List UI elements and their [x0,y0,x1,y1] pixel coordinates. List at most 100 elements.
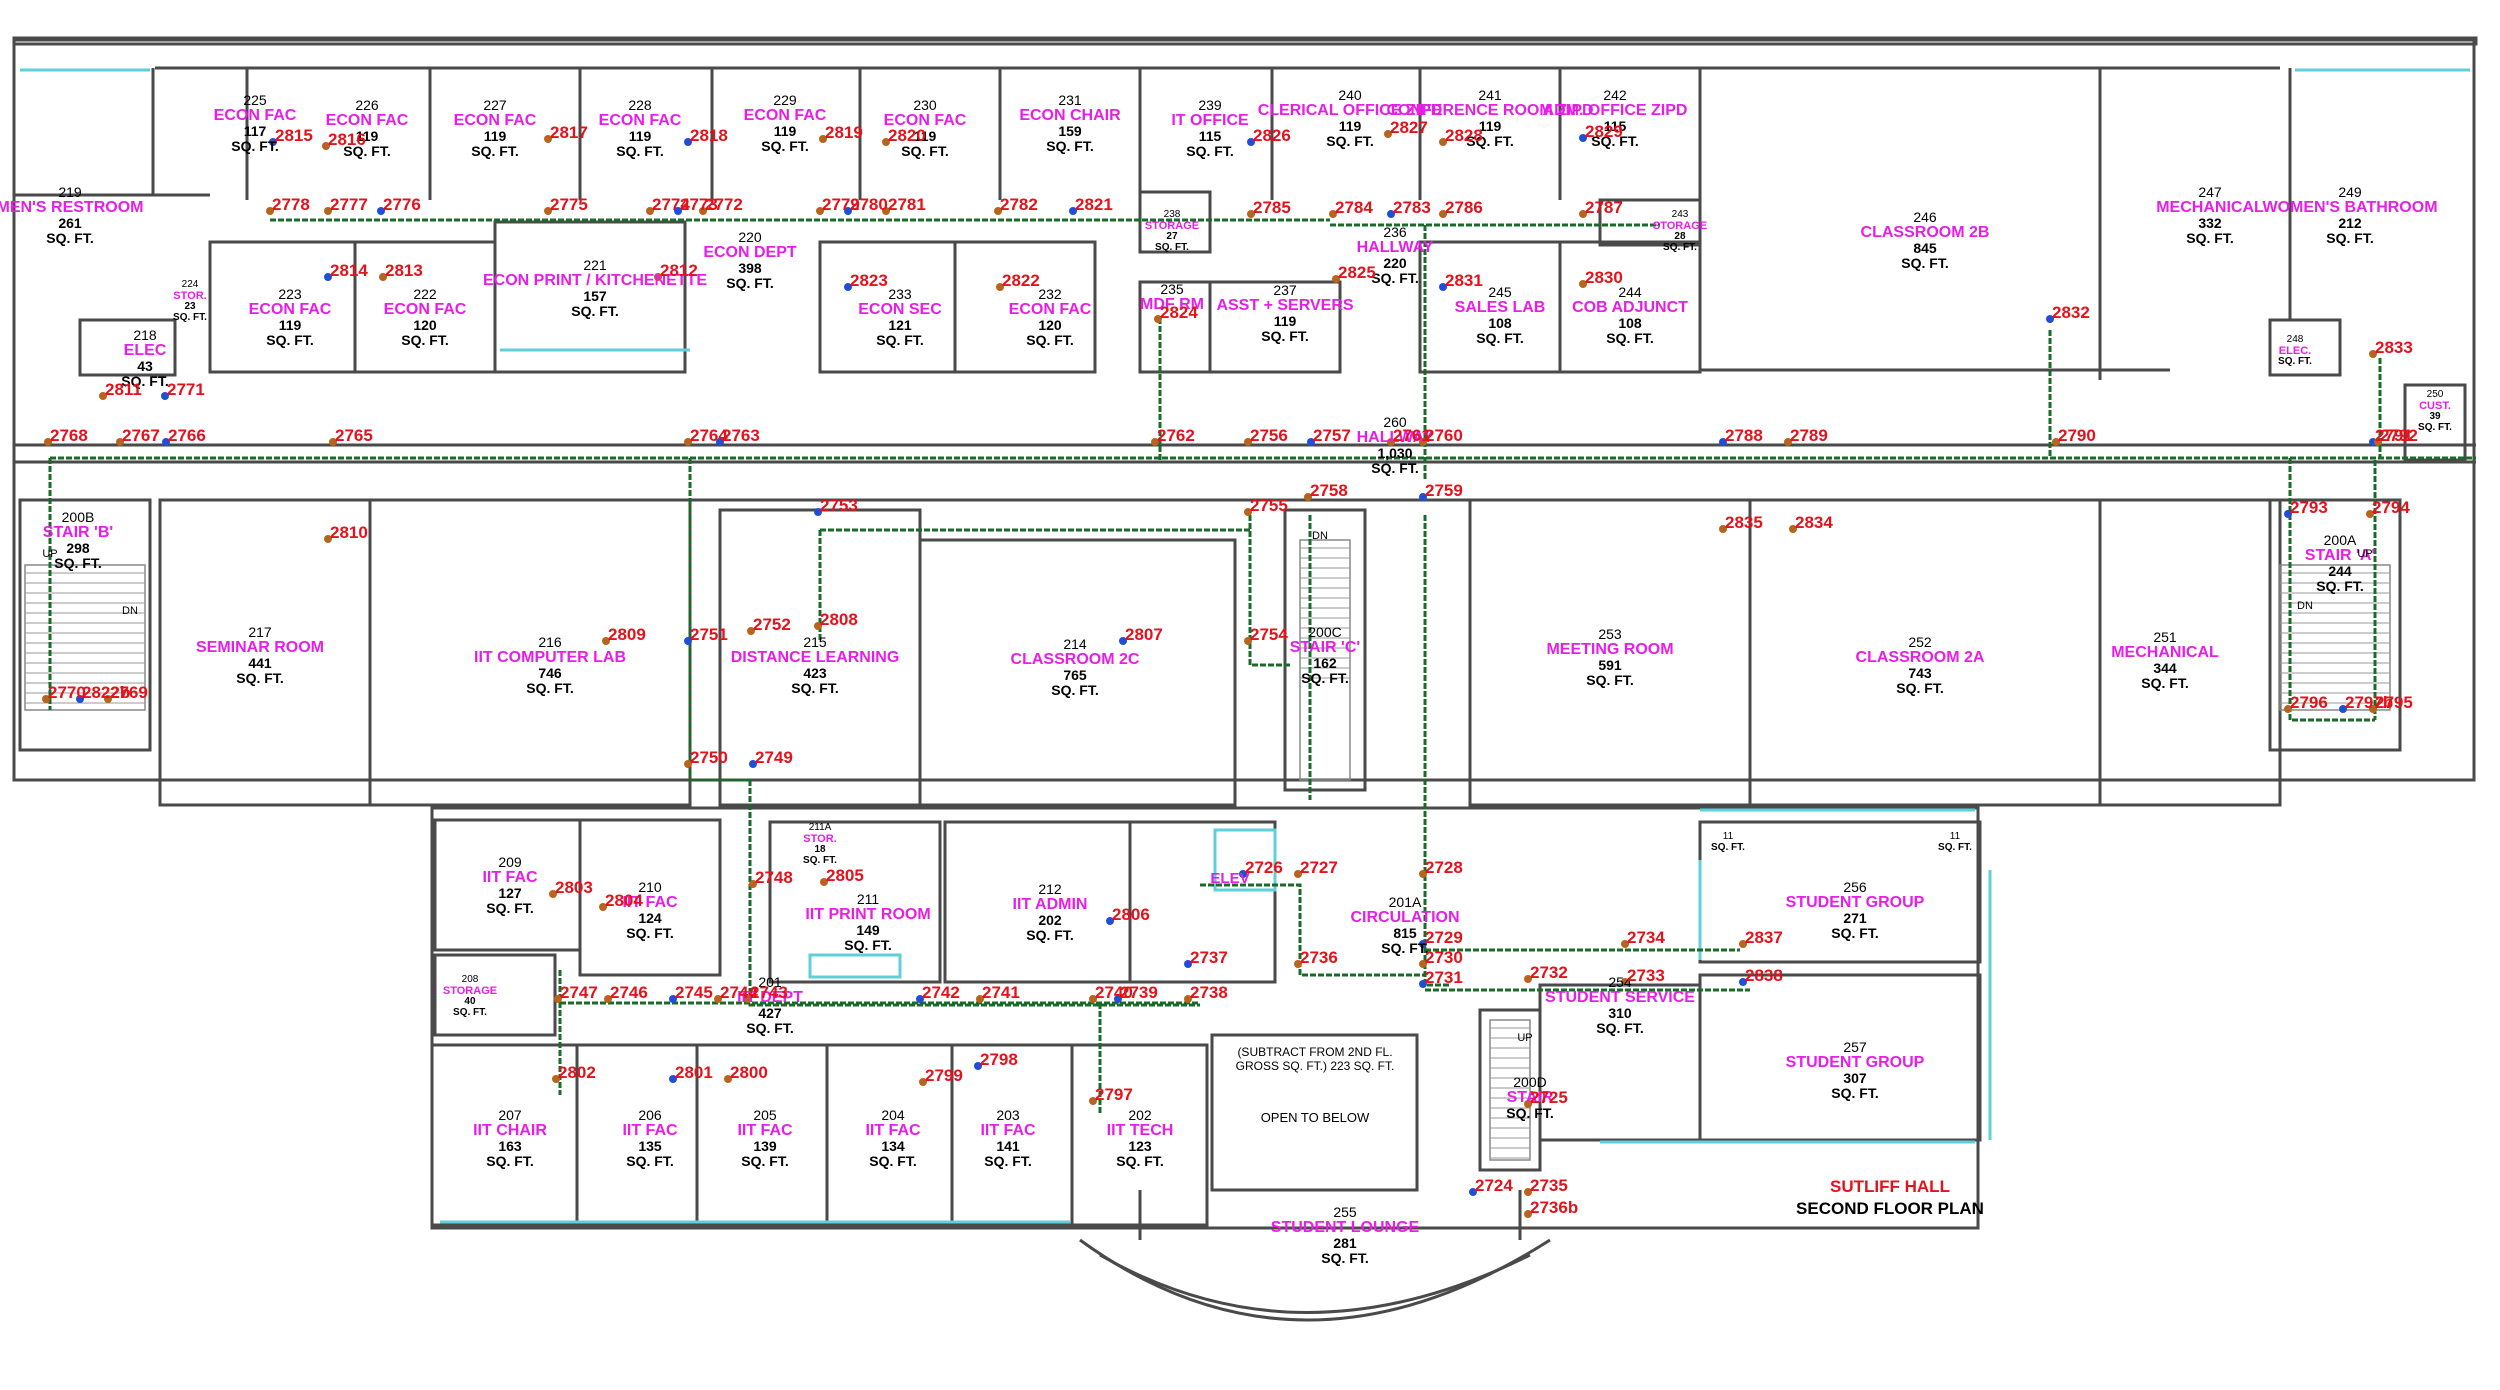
network-node-2784[interactable]: 2784 [1335,198,1373,217]
network-node-2751[interactable]: 2751 [690,625,728,644]
network-node-2731[interactable]: 2731 [1425,968,1463,987]
network-node-2806[interactable]: 2806 [1112,905,1150,924]
network-node-2832[interactable]: 2832 [2052,303,2090,322]
network-node-2743[interactable]: 2743 [750,983,788,1002]
network-node-2783[interactable]: 2783 [1393,198,1431,217]
network-node-2819[interactable]: 2819 [825,123,863,142]
network-node-2800[interactable]: 2800 [730,1063,768,1082]
network-node-2756[interactable]: 2756 [1250,426,1288,445]
network-node-2794[interactable]: 2794 [2372,498,2410,517]
network-node-2744[interactable]: 2744 [720,983,758,1002]
network-node-2748[interactable]: 2748 [755,868,793,887]
network-node-2737[interactable]: 2737 [1190,948,1228,967]
network-node-2823[interactable]: 2823 [850,271,888,290]
network-node-2808[interactable]: 2808 [820,610,858,629]
network-node-2797b[interactable]: 2797b [2345,693,2394,712]
network-node-2813[interactable]: 2813 [385,261,423,280]
network-node-2789[interactable]: 2789 [1790,426,1828,445]
network-node-2738[interactable]: 2738 [1190,983,1228,1002]
network-node-2811[interactable]: 2811 [105,380,142,399]
network-node-2732[interactable]: 2732 [1530,963,1568,982]
network-node-2826[interactable]: 2826 [1253,126,1291,145]
network-node-2758[interactable]: 2758 [1310,481,1348,500]
network-node-2799[interactable]: 2799 [925,1066,963,1085]
network-node-2829[interactable]: 2829 [1585,122,1623,141]
network-node-2766[interactable]: 2766 [168,426,206,445]
network-node-2754[interactable]: 2754 [1250,625,1288,644]
network-node-2816[interactable]: 2816 [328,130,366,149]
network-node-2834[interactable]: 2834 [1795,513,1833,532]
network-node-2797[interactable]: 2797 [1095,1085,1133,1104]
network-node-2803[interactable]: 2803 [555,878,593,897]
network-node-2837[interactable]: 2837 [1745,928,1783,947]
network-node-2745[interactable]: 2745 [675,983,713,1002]
network-node-2822b[interactable]: 2822b [82,683,131,702]
network-node-2736[interactable]: 2736 [1300,948,1338,967]
network-node-2786[interactable]: 2786 [1445,198,1483,217]
network-node-2764[interactable]: 2764 [690,426,728,445]
network-node-2814[interactable]: 2814 [330,261,368,280]
network-node-2741[interactable]: 2741 [982,983,1020,1002]
network-node-2827[interactable]: 2827 [1390,118,1428,137]
network-node-2773[interactable]: 2773 [680,195,718,214]
network-node-2831[interactable]: 2831 [1445,271,1483,290]
network-node-2752[interactable]: 2752 [753,615,791,634]
network-node-2793[interactable]: 2793 [2290,498,2328,517]
network-node-2760[interactable]: 2760 [1425,426,1463,445]
network-node-2804[interactable]: 2804 [605,891,643,910]
network-node-2791[interactable]: 2791 [2375,426,2413,445]
network-node-2750[interactable]: 2750 [690,748,728,767]
network-node-2771[interactable]: 2771 [167,380,205,399]
network-node-2728[interactable]: 2728 [1425,858,1463,877]
network-node-2733[interactable]: 2733 [1627,966,1665,985]
network-node-2724[interactable]: 2724 [1475,1176,1513,1195]
network-node-2833[interactable]: 2833 [2375,338,2413,357]
network-node-2824[interactable]: 2824 [1160,303,1198,322]
network-node-2747[interactable]: 2747 [560,983,598,1002]
network-node-2736b[interactable]: 2736b [1530,1198,1579,1217]
network-node-2788[interactable]: 2788 [1725,426,1763,445]
network-node-2772[interactable]: 2772 [705,195,743,214]
network-node-2774[interactable]: 2774 [652,195,690,214]
network-node-2749[interactable]: 2749 [755,748,793,767]
network-node-2781[interactable]: 2781 [888,195,926,214]
network-node-2726[interactable]: 2726 [1245,858,1283,877]
network-node-2763[interactable]: 2763 [722,426,760,445]
network-node-2817[interactable]: 2817 [550,123,588,142]
network-node-2730[interactable]: 2730 [1425,948,1463,967]
network-node-2769[interactable]: 2769 [110,683,148,702]
network-node-2778[interactable]: 2778 [272,195,310,214]
network-node-2798[interactable]: 2798 [980,1050,1018,1069]
network-node-2761[interactable]: 2761 [1393,426,1431,445]
network-node-2801[interactable]: 2801 [675,1063,713,1082]
network-node-2725[interactable]: 2725 [1530,1088,1568,1107]
network-node-2746[interactable]: 2746 [610,983,648,1002]
network-node-2820[interactable]: 2820 [888,126,926,145]
network-node-2807[interactable]: 2807 [1125,625,1163,644]
network-node-2729[interactable]: 2729 [1425,928,1463,947]
network-node-2821[interactable]: 2821 [1075,195,1113,214]
network-node-2805[interactable]: 2805 [826,866,864,885]
network-node-2768[interactable]: 2768 [50,426,88,445]
network-node-2775[interactable]: 2775 [550,195,588,214]
network-node-2795[interactable]: 2795 [2375,693,2413,712]
network-node-2830[interactable]: 2830 [1585,268,1623,287]
network-node-2782[interactable]: 2782 [1000,195,1038,214]
network-node-2818[interactable]: 2818 [690,126,728,145]
network-node-2757[interactable]: 2757 [1313,426,1351,445]
network-node-2792[interactable]: 2792 [2380,426,2418,445]
network-node-2828[interactable]: 2828 [1445,126,1483,145]
network-node-2740[interactable]: 2740 [1095,983,1133,1002]
network-node-2825[interactable]: 2825 [1338,263,1376,282]
network-node-2759[interactable]: 2759 [1425,481,1463,500]
network-node-2767[interactable]: 2767 [122,426,160,445]
network-node-2776[interactable]: 2776 [383,195,421,214]
network-node-2810[interactable]: 2810 [330,523,368,542]
network-node-2755[interactable]: 2755 [1250,496,1288,515]
network-node-2762[interactable]: 2762 [1157,426,1195,445]
network-node-2780[interactable]: 2780 [850,195,888,214]
network-node-2835[interactable]: 2835 [1725,513,1763,532]
network-node-2734[interactable]: 2734 [1627,928,1665,947]
network-node-2739[interactable]: 2739 [1120,983,1158,1002]
network-node-2822[interactable]: 2822 [1002,271,1040,290]
